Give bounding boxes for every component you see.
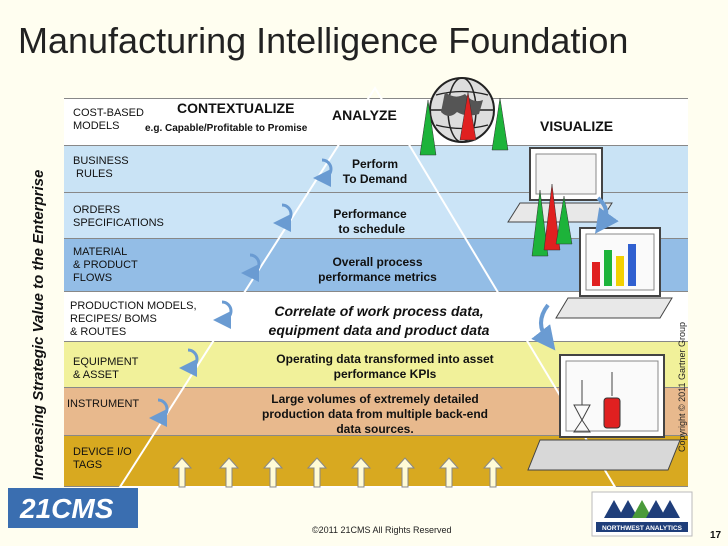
- flag-icons: [419, 91, 509, 156]
- band-label-business-rules: BUSINESS RULES: [73, 155, 129, 180]
- 21cms-logo: 21CMS: [8, 488, 138, 528]
- page-title: Manufacturing Intelligence Foundation: [18, 20, 629, 61]
- side-cycle-arrows: [531, 196, 619, 351]
- band-label-device-io: DEVICE I/O TAGS: [73, 446, 132, 471]
- contextualize-example: e.g. Capable/Profitable to Promise: [145, 123, 308, 134]
- band-label-instrument: INSTRUMENT: [67, 398, 140, 410]
- svg-text:21CMS: 21CMS: [19, 493, 114, 524]
- laptop-barchart-icon: [555, 227, 673, 319]
- pyramid-outline: [118, 86, 617, 488]
- globe-icon: [429, 77, 495, 143]
- band-label-cost-based-models: COST-BASED MODELS: [73, 107, 144, 132]
- laptop-instrument-icon: [527, 354, 681, 471]
- band-label-equipment-asset: EQUIPMENT & ASSET: [73, 356, 139, 381]
- visualize-label: VISUALIZE: [540, 118, 614, 134]
- pyramid-level-overall-metrics: Overall process performance metrics: [318, 255, 437, 284]
- gartner-copyright: Copyright © 2011 Gartner Group: [677, 321, 687, 452]
- upward-arrows: [171, 457, 504, 488]
- pyramid-level-operating-data: Operating data transformed into asset pe…: [276, 352, 494, 381]
- northwest-analytics-logo: NORTHWEST ANALYTICS: [591, 491, 693, 537]
- contextualize-label: CONTEXTUALIZE: [177, 100, 295, 116]
- pyramid-level-large-volumes: Large volumes of extremely detailed prod…: [261, 392, 488, 436]
- pyramid-level-performance-schedule: Performance to schedule: [333, 207, 407, 236]
- band-label-orders-specifications: ORDERS SPECIFICATIONS: [73, 204, 164, 229]
- laptop-icon: [507, 147, 613, 257]
- pyramid-level-correlate-data: Correlate of work process data, equipmen…: [268, 303, 490, 338]
- svg-text:NORTHWEST ANALYTICS: NORTHWEST ANALYTICS: [602, 525, 683, 532]
- page-number: 17: [710, 530, 722, 541]
- cycle-arrows: [149, 158, 333, 427]
- footer-copyright: ©2011 21CMS All Rights Reserved: [312, 525, 452, 535]
- band-label-production-models: PRODUCTION MODELS, RECIPES/ BOMS & ROUTE…: [70, 300, 197, 338]
- band-label-material-flows: MATERIAL & PRODUCT FLOWS: [73, 246, 138, 284]
- analyze-label: ANALYZE: [332, 107, 397, 123]
- pyramid-level-perform-to-demand: Perform To Demand: [342, 157, 408, 186]
- band-cost-based-models: [64, 98, 688, 145]
